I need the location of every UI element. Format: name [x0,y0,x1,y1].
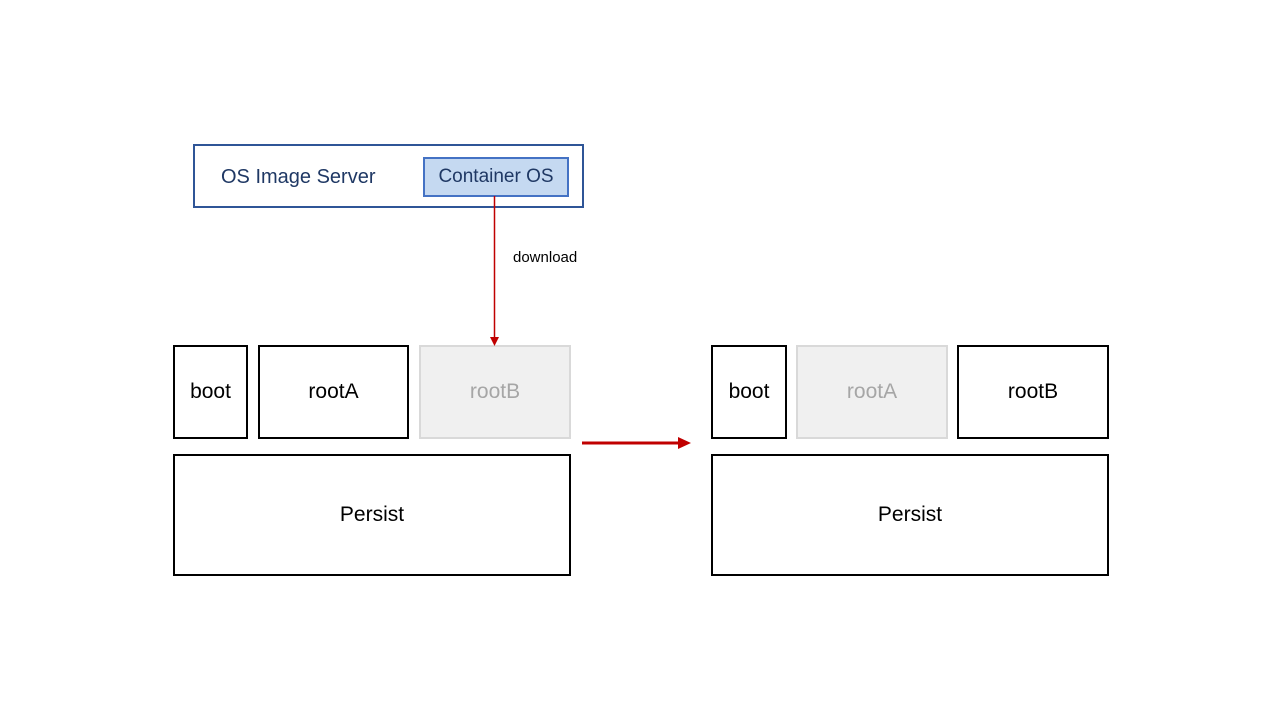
container-os-image: Container OS [423,157,569,197]
os-image-server-box: OS Image Server Container OS [193,144,584,208]
download-label: download [513,249,578,266]
before-rootB-partition: rootB [419,345,571,439]
after-boot-partition: boot [711,345,787,439]
transition-arrow [582,437,691,449]
after-persist-partition: Persist [711,454,1109,576]
before-persist-partition: Persist [173,454,571,576]
before-boot-partition: boot [173,345,248,439]
download-arrow [490,196,499,346]
os-image-server-label: OS Image Server [221,166,376,188]
before-rootA-partition: rootA [258,345,409,439]
after-rootA-partition: rootA [796,345,948,439]
after-rootB-partition: rootB [957,345,1109,439]
